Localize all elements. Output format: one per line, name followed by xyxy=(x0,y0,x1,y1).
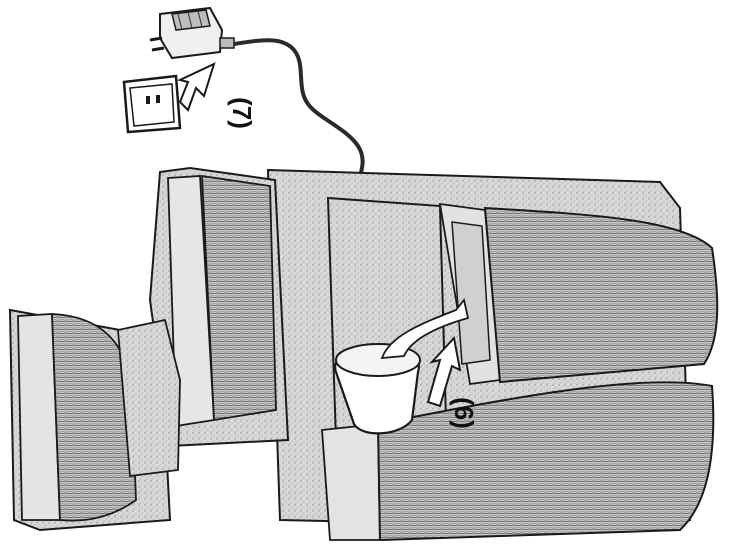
wall-outlet-icon xyxy=(124,76,180,132)
plug-in-arrow xyxy=(180,64,214,110)
step-7-label: (7) xyxy=(229,97,255,129)
step-6-label: (6) xyxy=(451,397,477,429)
power-adapter-icon xyxy=(150,8,234,58)
